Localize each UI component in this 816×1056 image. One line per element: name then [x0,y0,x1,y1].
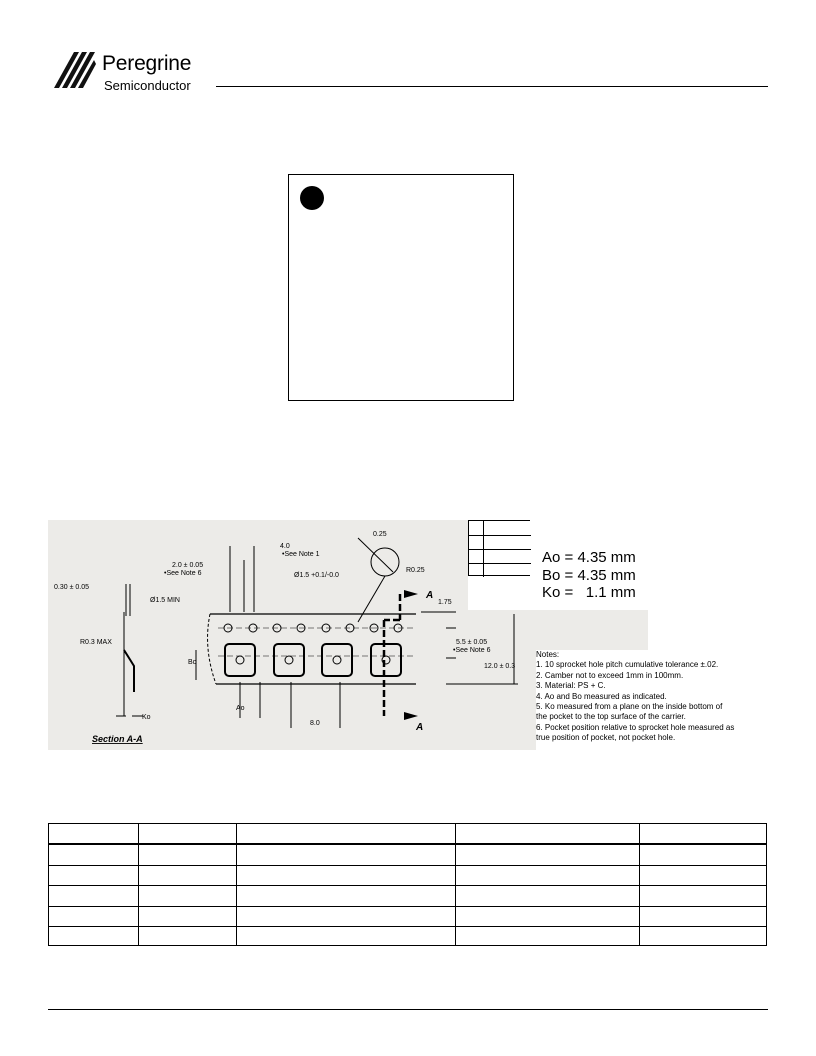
label-thickness: 0.30 ± 0.05 [54,584,89,591]
note-line: the pocket to the top surface of the car… [536,712,686,722]
label-pitch-4: 4.0 [280,543,290,550]
note-line: 1. 10 sprocket hole pitch cumulative tol… [536,660,719,670]
label-hole: Ø1.5 +0.1/-0.0 [294,572,339,579]
dimension-ko: Ko = 1.1 mm [542,584,636,601]
section-a-a-title: Section A-A [92,734,143,744]
label-pitch-8: 8.0 [310,720,320,727]
footer-rule [48,1009,768,1010]
note-line: true position of pocket, not pocket hole… [536,733,676,743]
pocket-dimensions-box: Ao = 4.35 mm Bo = 4.35 mm Ko = 1.1 mm [468,520,648,610]
label-r03max: R0.3 MAX [80,639,112,646]
note-line: 2. Camber not to exceed 1mm in 100mm. [536,670,684,680]
label-r025-top: 0.25 [373,531,387,538]
logo-subtitle: Semiconductor [104,78,191,93]
dimension-bo: Bo = 4.35 mm [542,567,636,584]
label-see-note-6b: •See Note 6 [453,647,491,654]
label-width-12: 12.0 ± 0.3 [484,663,515,670]
label-5-5: 5.5 ± 0.05 [456,639,487,646]
note-line: 4. Ao and Bo measured as indicated. [536,691,667,701]
pin1-indicator-icon [300,186,324,210]
note-line: 6. Pocket position relative to sprocket … [536,722,735,732]
label-ao: Ao [236,705,245,712]
note-line: 5. Ko measured from a plane on the insid… [536,702,723,712]
label-bo: Bo [188,659,197,666]
peregrine-wing-icon [54,52,96,88]
dimension-ao: Ao = 4.35 mm [542,549,636,566]
note-line: 3. Material: PS + C. [536,681,606,691]
label-min-hole: Ø1.5 MIN [150,597,180,604]
header-rule [216,86,768,87]
label-see-note-6a: •See Note 6 [164,570,202,577]
section-arrow-label-top: A [425,590,433,601]
label-dim-2: 2.0 ± 0.05 [172,562,203,569]
package-marking-box [288,174,514,401]
notes-heading: Notes: [536,650,560,659]
section-arrow-label-bottom: A [415,722,423,733]
tape-diagram: 4.0 •See Note 1 2.0 ± 0.05 •See Note 6 0… [54,531,518,744]
dimensions-grid [468,520,531,577]
label-see-note-1: •See Note 1 [282,551,320,558]
company-logo: Peregrine Semiconductor [52,48,222,96]
label-1-75: 1.75 [438,599,452,606]
label-ko: Ko [142,714,151,721]
logo-name: Peregrine [102,52,192,75]
label-r025: R0.25 [406,567,425,574]
ordering-table [48,823,767,946]
tape-notes: Notes: 1. 10 sprocket hole pitch cumulat… [536,650,768,750]
